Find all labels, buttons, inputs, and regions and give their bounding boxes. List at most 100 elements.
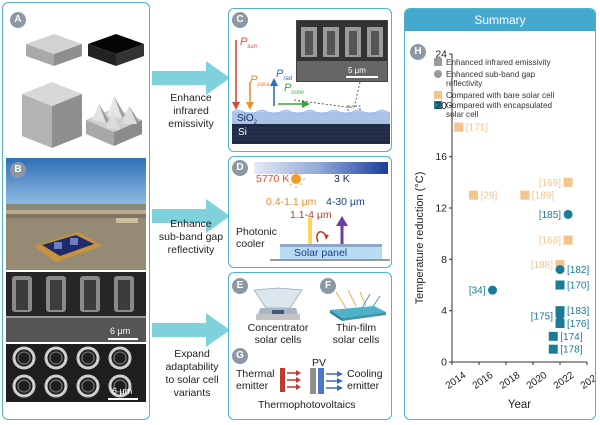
p-para-sub: para <box>257 82 270 89</box>
legend-row-3: Compared with bare solar cell <box>434 91 555 100</box>
band3-label: 1.1-4 μm <box>290 209 332 221</box>
data-point-12 <box>555 319 565 328</box>
panel-c-scalebar <box>346 76 378 78</box>
thin-film-caption: Thin-film solar cells <box>332 322 380 346</box>
arrow-adaptability <box>152 313 230 347</box>
concentrator-caption: Concentrator solar cells <box>247 322 309 346</box>
y-tick-label-1: 4 <box>441 305 447 317</box>
panel-a-badge: A <box>10 12 26 28</box>
panel-f-badge: F <box>320 278 336 294</box>
legend-label-1: Enhanced infrared emissivity <box>446 58 551 67</box>
data-point-13 <box>548 331 558 341</box>
panel-a-scale-2: 6 μm <box>112 386 133 396</box>
concentrator-icon <box>253 287 303 320</box>
x-axis-label: Year <box>508 399 531 411</box>
panel-c-badge: C <box>232 12 248 28</box>
space-temp-label: 3 K <box>334 173 350 185</box>
thin-film-icon <box>330 290 386 321</box>
x-tick-label-1: 2016 <box>471 370 496 392</box>
data-label-12: [176] <box>567 319 589 330</box>
sun-temp-label: 5770 K <box>256 173 290 185</box>
legend-label-4: Compared with encapsulated solar cell <box>446 101 553 119</box>
p-para-text: P <box>250 74 258 86</box>
data-point-9 <box>555 280 565 290</box>
data-point-14 <box>548 344 558 354</box>
panel-a-sem-bottom <box>6 344 146 402</box>
panel-c-scale: 5 μm <box>348 66 366 75</box>
panel-a-sem-top <box>6 272 146 342</box>
y-tick-label-5: 20 <box>435 100 447 112</box>
panel-a-scalebar-2 <box>108 398 138 400</box>
data-label-0: [171] <box>466 123 488 134</box>
x-tick-label-4: 2022 <box>552 370 577 392</box>
p-rad-label: Prad <box>276 68 292 82</box>
sio2-label: SiO2 <box>237 113 257 126</box>
data-label-13: [174] <box>560 332 582 343</box>
data-label-10: [183] <box>567 306 589 317</box>
data-label-5: [188] <box>531 260 553 271</box>
data-point-6 <box>563 209 573 219</box>
thermal-emitter-label: Thermal emitter <box>236 368 275 392</box>
p-sun-label: Psun <box>240 36 257 50</box>
legend-label-3: Compared with bare solar cell <box>446 91 555 100</box>
arrow-emissivity <box>152 61 230 95</box>
thermal-emitter-icon <box>280 368 301 392</box>
p-rad-text: P <box>276 68 284 80</box>
y-tick-label-3: 12 <box>435 203 447 215</box>
data-point-8 <box>555 265 565 275</box>
data-point-4 <box>563 235 573 245</box>
panel-d-diagram <box>254 162 390 261</box>
sio2-text: SiO <box>237 113 254 124</box>
data-label-4: [168] <box>539 236 561 247</box>
p-rad-sub: rad <box>283 76 293 83</box>
panel-b-photo <box>6 158 146 270</box>
sem-rings <box>6 344 146 402</box>
legend-teal-square-icon <box>434 101 442 109</box>
data-label-6: [185] <box>539 210 561 221</box>
data-label-2: [189] <box>532 191 554 202</box>
data-point-11 <box>555 311 565 321</box>
panel-c-sem <box>296 20 388 82</box>
pv-label: PV <box>312 357 327 369</box>
p-para-label: Ppara <box>250 74 269 88</box>
x-tick-label-2: 2018 <box>498 370 523 392</box>
data-point-1 <box>469 190 479 200</box>
y-tick-label-6: 24 <box>435 49 447 61</box>
summary-header <box>405 9 595 31</box>
x-tick-label-5: 2024 <box>579 370 595 392</box>
p-conv-label: Pconv <box>284 82 304 96</box>
data-label-11: [175] <box>531 311 553 322</box>
legend-label-2: Enhanced sub-band gap reflectivity <box>446 70 536 88</box>
y-tick-label-2: 8 <box>441 254 447 266</box>
data-point-5 <box>555 259 565 269</box>
panel-g-badge: G <box>232 348 248 364</box>
panel-efg-frame <box>228 272 392 420</box>
legend-row-2: Enhanced sub-band gap reflectivity <box>434 70 564 88</box>
p-conv-sub: conv <box>291 90 305 97</box>
summary-title: Summary <box>474 13 526 27</box>
panel-e-badge: E <box>232 278 248 294</box>
panel-a-cubes <box>22 34 144 148</box>
data-point-7 <box>488 285 497 295</box>
sio2-sub: 2 <box>253 120 258 126</box>
panel-c-arrows <box>231 40 390 144</box>
data-point-3 <box>563 177 573 187</box>
y-tick-label-0: 0 <box>441 357 447 369</box>
sem-grating <box>297 21 387 81</box>
band1-label: 0.4-1.1 μm <box>266 196 317 208</box>
thermophotovoltaics-caption: Thermophotovoltaics <box>258 399 356 411</box>
y-axis-label: Temperature reduction (°C) <box>414 172 426 305</box>
panel-h-badge: H <box>410 44 426 60</box>
data-label-14: [178] <box>560 345 582 356</box>
sem-pillars <box>6 272 146 342</box>
x-tick-label-3: 2020 <box>525 370 550 392</box>
data-point-2 <box>520 190 530 200</box>
p-sun-text: P <box>240 36 248 48</box>
data-label-7: [34] <box>469 286 486 297</box>
arrow-adaptability-label: Expand adaptability to solar cell varian… <box>165 348 219 399</box>
x-tick-label-0: 2014 <box>444 370 469 392</box>
data-label-1: [29] <box>481 191 498 202</box>
panel-d-badge: D <box>232 160 248 176</box>
arrow-emissivity-label: Enhance infrared emissivity <box>168 92 214 130</box>
